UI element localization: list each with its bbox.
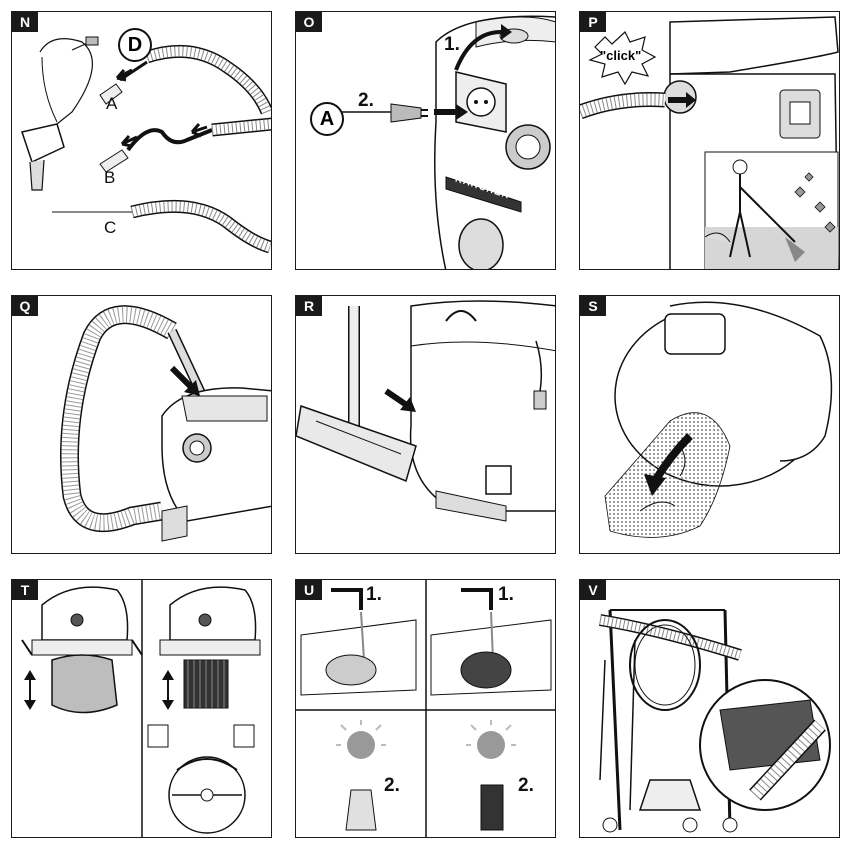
step-2: 2. <box>358 90 374 111</box>
panel-n: N D A B C <box>11 11 272 270</box>
empty-container-illustration <box>604 301 833 538</box>
power-socket-illustration <box>336 15 555 269</box>
panel-tag: N <box>12 12 38 32</box>
panel-t: T <box>11 579 272 838</box>
panel-v: V <box>579 579 840 838</box>
hose-click-illustration <box>580 16 839 269</box>
step-2-right: 2. <box>518 775 534 796</box>
hose-storage-illustration <box>60 305 271 542</box>
panel-tag: V <box>580 580 606 600</box>
label-c: C <box>104 218 117 237</box>
label-b: B <box>104 168 116 187</box>
filter-cleaning-illustration <box>296 580 555 837</box>
callout-a: A <box>310 102 344 136</box>
panel-tag: P <box>580 12 606 32</box>
panel-p: P "click" <box>579 11 840 270</box>
step-1: 1. <box>444 34 460 55</box>
panel-r: R <box>295 295 556 554</box>
filter-installation-illustration <box>21 580 261 837</box>
panel-tag: U <box>296 580 322 600</box>
panel-tag: S <box>580 296 606 316</box>
click-sound-label: "click" <box>600 48 642 63</box>
callout-d: D <box>118 28 152 62</box>
step-1-right: 1. <box>498 584 514 605</box>
panel-tag: Q <box>12 296 38 316</box>
label-a: A <box>106 94 118 113</box>
step-1-left: 1. <box>366 584 382 605</box>
panel-q: Q <box>11 295 272 554</box>
panel-s: S <box>579 295 840 554</box>
panel-tag: T <box>12 580 38 600</box>
panel-u: U 1. 1. 2. 2. <box>295 579 556 838</box>
accessory-hose-illustration <box>21 36 271 254</box>
step-2-left: 2. <box>384 775 400 796</box>
hose-cord-storage-illustration <box>599 609 831 833</box>
floor-nozzle-parking-illustration <box>296 300 555 522</box>
panel-o: O 1. 2. A KÄRCHER <box>295 11 556 270</box>
panel-tag: R <box>296 296 322 316</box>
panel-tag: O <box>296 12 322 32</box>
